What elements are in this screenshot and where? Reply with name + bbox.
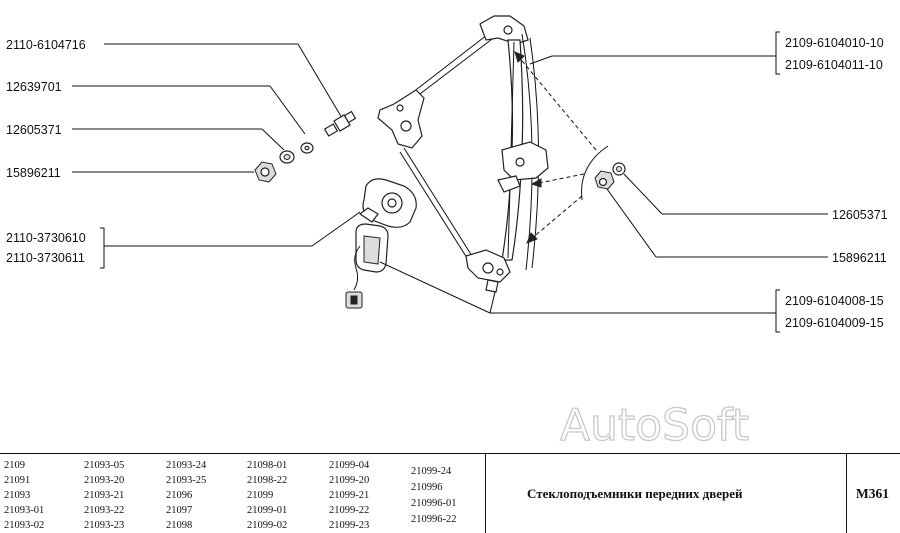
label-bracket	[775, 289, 780, 333]
leader-line	[529, 55, 553, 65]
model-code: 21093-25	[166, 475, 206, 486]
model-code: 21099-22	[329, 505, 369, 516]
label-motor-2110-3730611: 2110-3730611	[6, 251, 85, 265]
label-part-2109-6104009-15: 2109-6104009-15	[785, 316, 884, 330]
label-part-12605371-right: 12605371	[832, 208, 888, 222]
leader-line	[297, 43, 343, 119]
diagram-code: M361	[856, 486, 889, 501]
dashed-arrow	[533, 173, 585, 185]
model-code: 21093-02	[4, 520, 44, 531]
leader-line	[379, 261, 491, 314]
model-code: 21093-01	[4, 505, 44, 516]
washer-part	[300, 142, 314, 154]
model-code: 21098-01	[247, 460, 287, 471]
model-code: 21097	[166, 505, 192, 516]
model-code: 21093-21	[84, 490, 124, 501]
model-code: 21093-20	[84, 475, 124, 486]
arrow-head	[514, 51, 525, 63]
model-code: 21093-24	[166, 460, 207, 471]
nut-part	[254, 161, 277, 183]
model-code: 21099	[247, 490, 273, 501]
label-part-15896211-right: 15896211	[832, 251, 887, 265]
grouping-arc	[581, 145, 609, 201]
model-list-col-2: 21093-05 21093-20 21093-21 21093-22 2109…	[84, 460, 124, 531]
leader-line	[606, 188, 657, 258]
model-code: 210996	[411, 482, 443, 493]
model-code: 210996-22	[411, 514, 457, 525]
model-list-col-1: 2109 21091 21093 21093-01 21093-02	[4, 460, 44, 531]
arrow-head	[530, 178, 542, 188]
label-part-12639701: 12639701	[6, 80, 62, 94]
arrow-head	[526, 232, 538, 244]
model-code: 21093-23	[84, 520, 124, 531]
page-title: Стеклоподъемники передних дверей	[527, 486, 743, 501]
model-code: 21099-24	[411, 466, 452, 477]
model-list-col-6: 21099-24 210996 210996-01 210996-22	[411, 466, 457, 525]
label-part-12605371-left: 12605371	[6, 123, 62, 137]
watermark-logo: AutoSoft	[560, 400, 749, 451]
label-bracket	[100, 227, 105, 269]
leader-line	[269, 85, 306, 135]
model-code: 21098	[166, 520, 192, 531]
model-code: 21099-01	[247, 505, 287, 516]
model-list-col-4: 21098-01 21098-22 21099 21099-01 21099-0…	[247, 460, 287, 531]
model-code: 21096	[166, 490, 192, 501]
label-part-2109-6104011-10: 2109-6104011-10	[785, 58, 883, 72]
model-code: 21093-05	[84, 460, 124, 471]
model-code: 21099-02	[247, 520, 287, 531]
model-code: 21099-23	[329, 520, 369, 531]
label-motor-2110-3730610: 2110-3730610	[6, 231, 86, 245]
washer-part	[612, 162, 626, 176]
label-part-2109-6104008-15: 2109-6104008-15	[785, 294, 884, 308]
nut-part	[594, 170, 615, 190]
model-list-col-5: 21099-04 21099-20 21099-21 21099-22 2109…	[329, 460, 370, 531]
window-regulator-assembly	[377, 15, 549, 293]
model-code: 21093-22	[84, 505, 124, 516]
dashed-arrow	[517, 55, 597, 151]
model-code: 21098-22	[247, 475, 287, 486]
model-code: 21093	[4, 490, 30, 501]
leader-line	[261, 128, 285, 151]
window-motor-assembly	[345, 178, 417, 309]
footer-table: 2109 21091 21093 21093-01 21093-02 21093…	[0, 453, 900, 533]
model-code: 21091	[4, 475, 30, 486]
leader-line	[623, 173, 663, 215]
stud-bolt-part	[323, 110, 357, 137]
label-bracket	[775, 31, 780, 75]
dashed-arrow	[529, 195, 583, 241]
model-code: 21099-04	[329, 460, 370, 471]
leader-line	[489, 291, 496, 314]
label-part-2109-6104010-10: 2109-6104010-10	[785, 36, 884, 50]
model-code: 21099-21	[329, 490, 369, 501]
label-part-15896211-left: 15896211	[6, 166, 61, 180]
model-list-col-3: 21093-24 21093-25 21096 21097 21098	[166, 460, 207, 531]
washer-part	[279, 150, 295, 164]
model-code: 2109	[4, 460, 25, 471]
label-part-2110-6104716: 2110-6104716	[6, 38, 86, 52]
leader-line	[311, 211, 361, 247]
model-code: 210996-01	[411, 498, 457, 509]
model-code: 21099-20	[329, 475, 369, 486]
